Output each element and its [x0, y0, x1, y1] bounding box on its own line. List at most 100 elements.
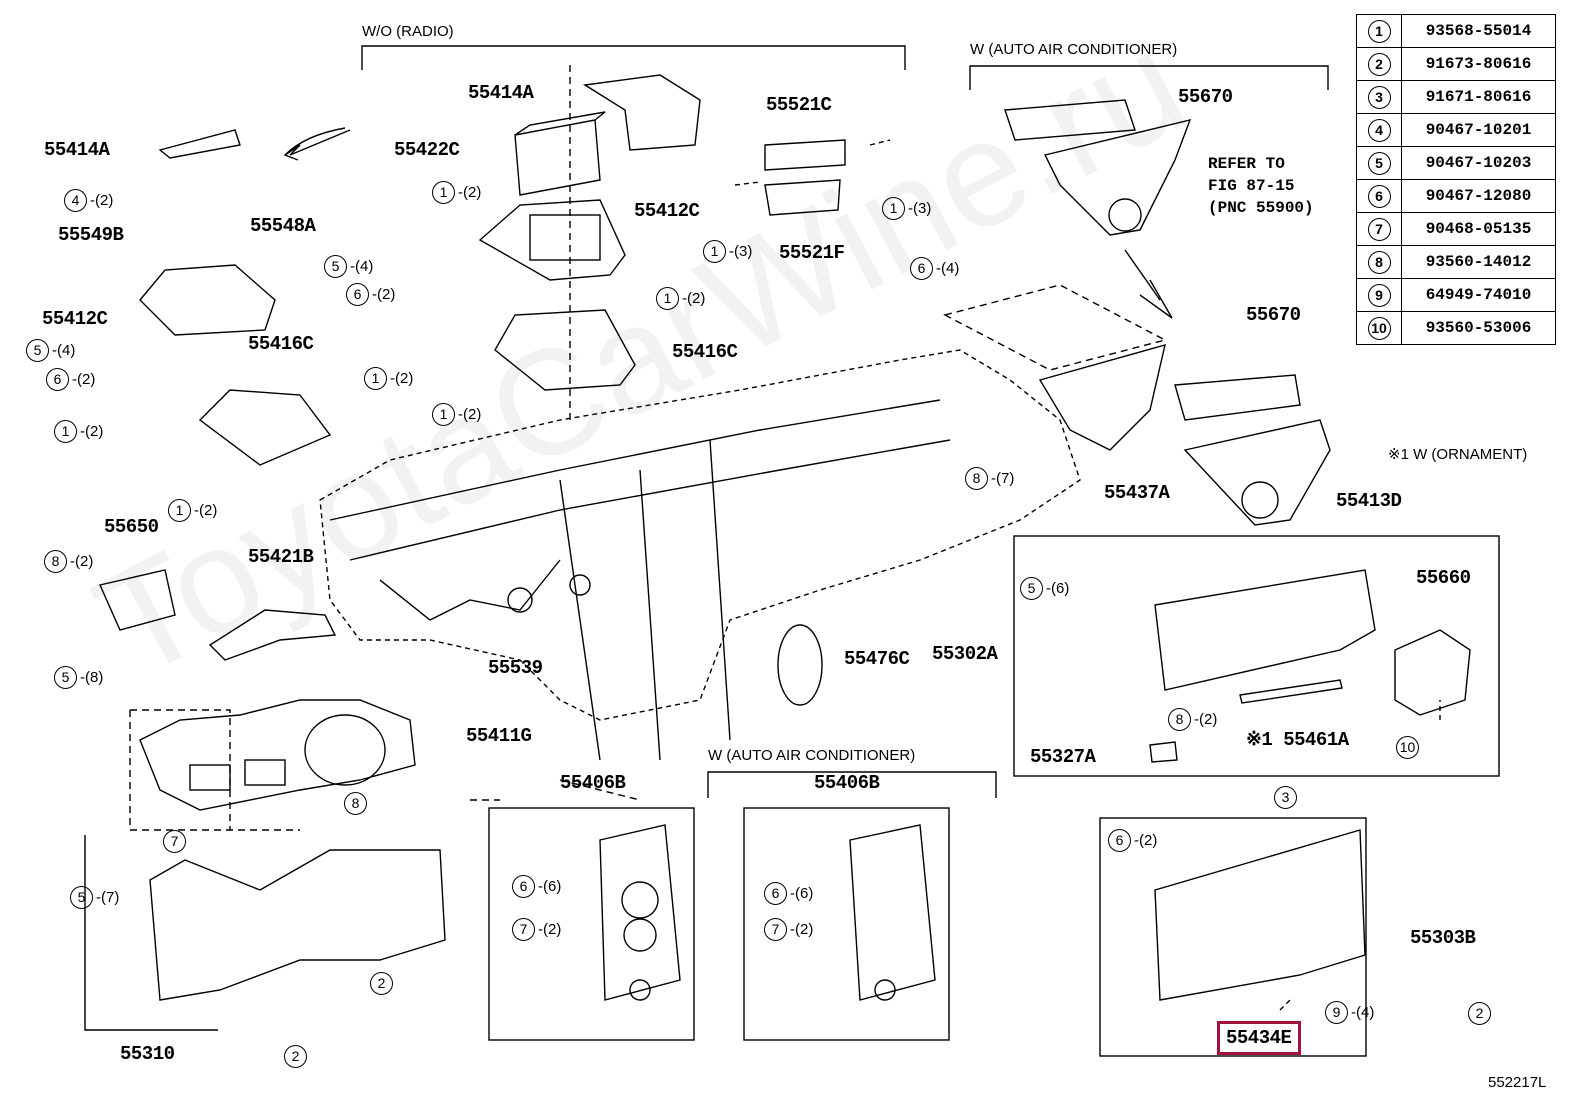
part-number-cell[interactable]: 93560-14012 — [1401, 245, 1556, 279]
part-number-cell[interactable]: 91673-80616 — [1401, 47, 1556, 81]
label-55434E[interactable]: 55434E — [1226, 1027, 1292, 1049]
part-55412C-top — [478, 199, 626, 281]
label-55422C[interactable]: 55422C — [394, 139, 460, 161]
fastener-callout[interactable]: 2 — [1468, 1002, 1494, 1025]
fastener-callout[interactable]: 1-(2) — [54, 420, 103, 443]
label-55549B[interactable]: 55549B — [58, 224, 124, 246]
part-number-cell[interactable]: 90467-10201 — [1401, 113, 1556, 147]
label-55414A-top[interactable]: 55414A — [468, 82, 534, 104]
fastener-callout[interactable]: 5-(4) — [26, 339, 75, 362]
label-55476C[interactable]: 55476C — [844, 648, 910, 670]
fastener-callout[interactable]: 9-(4) — [1325, 1001, 1374, 1024]
label-55548A[interactable]: 55548A — [250, 215, 316, 237]
label-55310[interactable]: 55310 — [120, 1043, 175, 1065]
fastener-callout[interactable]: 1-(2) — [656, 287, 705, 310]
callout-quantity: -(6) — [790, 885, 814, 902]
label-55421B[interactable]: 55421B — [248, 546, 314, 568]
part-number-cell[interactable]: 90468-05135 — [1401, 212, 1556, 246]
part-55302A-glovebox — [1154, 569, 1376, 691]
ref-number-circle: 2 — [1367, 52, 1391, 76]
fastener-callout[interactable]: 1-(2) — [168, 499, 217, 522]
part-number-cell[interactable]: 64949-74010 — [1401, 278, 1556, 312]
part-55660 — [1394, 629, 1471, 716]
fastener-callout[interactable]: 8-(2) — [44, 550, 93, 573]
label-55414A-left[interactable]: 55414A — [44, 139, 110, 161]
highlight-55434E — [1217, 1021, 1301, 1055]
fastener-callout[interactable]: 7 — [163, 830, 189, 853]
label-55406B-right[interactable]: 55406B — [814, 772, 880, 794]
fastener-callout[interactable]: 1-(2) — [432, 403, 481, 426]
fastener-callout[interactable]: 4-(2) — [64, 189, 113, 212]
fastener-callout[interactable]: 6-(2) — [46, 368, 95, 391]
callout-number-circle: 8 — [965, 467, 988, 490]
label-55327A[interactable]: 55327A — [1030, 746, 1096, 768]
callout-number-circle: 1 — [432, 403, 455, 426]
label-55660[interactable]: 55660 — [1416, 567, 1471, 589]
fastener-callout[interactable]: 5-(4) — [324, 255, 373, 278]
fastener-callout[interactable]: 2 — [370, 972, 396, 995]
fastener-callout[interactable]: 6-(2) — [346, 283, 395, 306]
fastener-callout[interactable]: 5-(8) — [54, 666, 103, 689]
fastener-callout[interactable]: 3 — [1274, 786, 1300, 809]
fastener-callout[interactable]: 5-(6) — [1020, 577, 1069, 600]
label-55303B[interactable]: 55303B — [1410, 927, 1476, 949]
part-ref-cell: 8 — [1356, 245, 1402, 279]
callout-quantity: -(2) — [70, 553, 94, 570]
part-55416C-left — [198, 389, 332, 466]
callout-quantity: -(2) — [72, 371, 96, 388]
callout-quantity: -(6) — [1046, 580, 1070, 597]
label-55416C-mid[interactable]: 55416C — [672, 341, 738, 363]
part-number-cell[interactable]: 93568-55014 — [1401, 14, 1556, 48]
label-55650[interactable]: 55650 — [104, 516, 159, 538]
fastener-callout[interactable]: 8-(7) — [965, 467, 1014, 490]
fastener-callout[interactable]: 1-(2) — [364, 367, 413, 390]
label-55521C[interactable]: 55521C — [766, 94, 832, 116]
fastener-callout[interactable]: 8-(2) — [1168, 708, 1217, 731]
part-number-cell[interactable]: 90467-10203 — [1401, 146, 1556, 180]
fastener-callout[interactable]: 6-(4) — [910, 257, 959, 280]
callout-number-circle: 1 — [882, 197, 905, 220]
label-55539[interactable]: 55539 — [488, 657, 543, 679]
fastener-callout[interactable]: 6-(6) — [512, 875, 561, 898]
callout-number-circle: 2 — [1468, 1002, 1491, 1025]
ref-number-circle: 4 — [1367, 118, 1391, 142]
label-55521F[interactable]: 55521F — [779, 242, 845, 264]
dashboard-body — [319, 349, 1081, 721]
part-number-cell[interactable]: 90467-12080 — [1401, 179, 1556, 213]
label-55670-mid[interactable]: 55670 — [1246, 304, 1301, 326]
label-55302A[interactable]: 55302A — [932, 643, 998, 665]
fastener-callout[interactable]: 10 — [1396, 736, 1422, 759]
fastener-callout[interactable]: 7-(2) — [764, 918, 813, 941]
fastener-callout[interactable]: 1-(3) — [882, 197, 931, 220]
part-55521C — [764, 139, 846, 171]
refer-note: REFER TO FIG 87-15 (PNC 55900) — [1208, 153, 1314, 219]
fastener-callout[interactable]: 6-(6) — [764, 882, 813, 905]
label-55406B-left[interactable]: 55406B — [560, 772, 626, 794]
label-55437A[interactable]: 55437A — [1104, 482, 1170, 504]
fastener-callout[interactable]: 8 — [344, 792, 370, 815]
part-55414A-top — [582, 74, 701, 151]
label-55461A[interactable]: ※1 55461A — [1246, 729, 1349, 751]
fastener-callout[interactable]: 1-(3) — [703, 240, 752, 263]
arrow-top-left — [283, 127, 346, 161]
label-55412C-left[interactable]: 55412C — [42, 308, 108, 330]
callout-quantity: -(2) — [90, 192, 114, 209]
part-number-cell[interactable]: 91671-80616 — [1401, 80, 1556, 114]
label-55412C-top[interactable]: 55412C — [634, 200, 700, 222]
fastener-callout[interactable]: 2 — [284, 1045, 310, 1068]
part-55413D — [1183, 419, 1331, 526]
part-number-cell[interactable]: 93560-53006 — [1401, 311, 1556, 345]
fastener-callout[interactable]: 6-(2) — [1108, 829, 1157, 852]
fastener-callout[interactable]: 5-(7) — [70, 886, 119, 909]
label-55670-top[interactable]: 55670 — [1178, 86, 1233, 108]
fastener-callout[interactable]: 1-(2) — [432, 181, 481, 204]
fastener-callout[interactable]: 7-(2) — [512, 918, 561, 941]
label-55413D[interactable]: 55413D — [1336, 490, 1402, 512]
label-55416C-left[interactable]: 55416C — [248, 333, 314, 355]
ref-number-circle: 10 — [1367, 316, 1391, 340]
part-ref-cell: 4 — [1356, 113, 1402, 147]
label-55411G[interactable]: 55411G — [466, 725, 532, 747]
